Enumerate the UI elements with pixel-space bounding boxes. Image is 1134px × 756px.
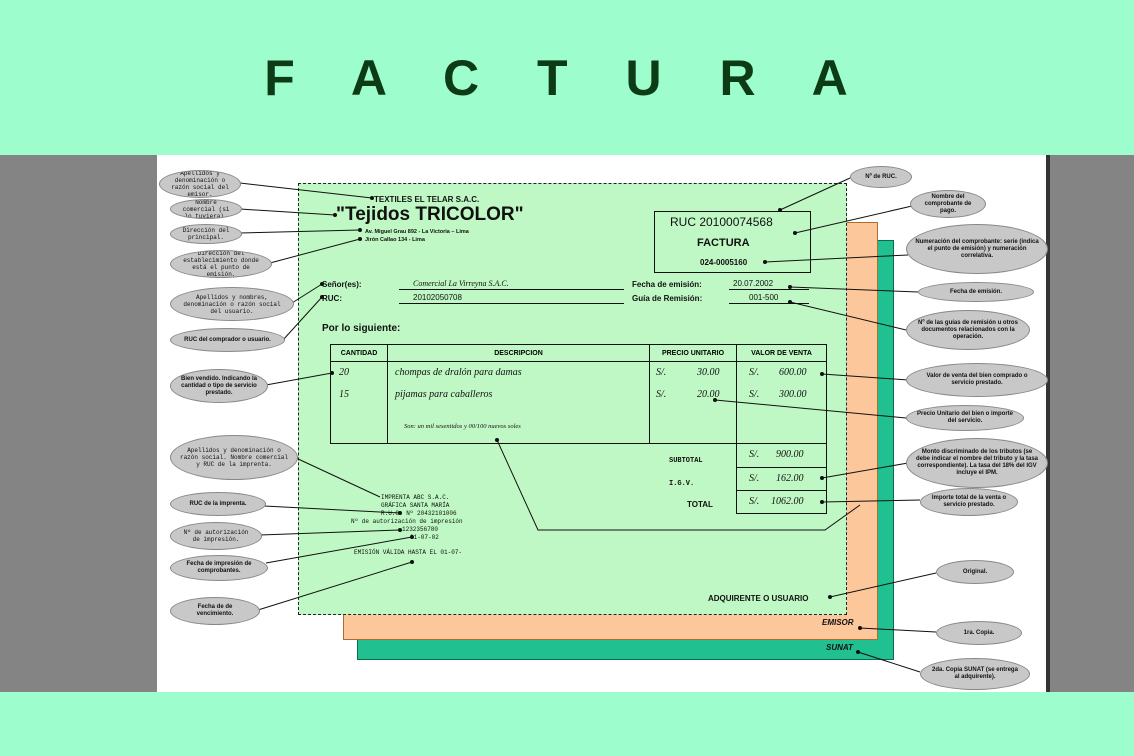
callout-customer-ruc: RUC del comprador o usuario. — [170, 328, 285, 352]
row-value: 600.00 — [779, 367, 807, 378]
callout-print-authorization: Nº de autorización de impresión. — [170, 522, 262, 550]
issuer-address-branch: Jirón Callao 134 - Lima — [365, 237, 425, 243]
callout-total-amount: Importe total de la venta o servicio pre… — [920, 488, 1018, 516]
issuer-address-main: Av. Miguel Grau 892 - La Victoria – Lima — [365, 229, 469, 235]
row-unit-price: 20.00 — [697, 389, 720, 400]
row-value: 300.00 — [779, 389, 807, 400]
issuer-trade-name: "Tejidos TRICOLOR" — [336, 204, 524, 225]
customer-name: Comercial La Virreyna S.A.C. — [413, 279, 509, 288]
callout-unit-price: Precio Unitario del bien o importe del s… — [906, 405, 1024, 431]
guide-number: 001-500 — [749, 293, 779, 302]
callout-first-copy: 1ra. Copia. — [936, 621, 1022, 645]
callout-taxes: Monto discriminado de los tributos (se d… — [906, 438, 1048, 488]
doc-number: 024-0005160 — [700, 258, 748, 267]
callout-printer-ruc: RUC de la imprenta. — [170, 492, 266, 516]
ruc-box: RUC 20100074568 FACTURA 024-0005160 — [654, 211, 811, 273]
callout-customer-name: Apellidos y nombres, denominación o razó… — [170, 287, 294, 321]
callout-doc-numbering: Numeración del comprobante: serie (indic… — [906, 224, 1048, 274]
copy-sunat-label: SUNAT — [826, 643, 853, 652]
customer-ruc: 20102050708 — [413, 293, 462, 302]
guide-label: Guía de Remisión: — [632, 294, 703, 303]
callout-guides: Nº de las guías de remisión u otros docu… — [906, 310, 1030, 350]
row-desc: chompas de dralón para damas — [395, 367, 522, 378]
issuer-company-name: TEXTILES EL TELAR S.A.C. — [374, 195, 480, 204]
page-edge — [1046, 155, 1050, 692]
callout-printer-name: Apellidos y denominación o razón social.… — [170, 435, 298, 480]
customer-ruc-label: RUC: — [322, 294, 342, 303]
total-label: TOTAL — [687, 500, 713, 509]
customer-name-label: Señor(es): — [322, 280, 362, 289]
callout-print-date: Fecha de impresión de comprobantes. — [170, 555, 268, 581]
issue-date: 20.07.2002 — [733, 279, 774, 288]
callout-issue-date: Fecha de emisión. — [918, 282, 1034, 302]
callout-ruc-number: Nº de RUC. — [850, 166, 912, 188]
callout-branch-address: Dirección del establecimiento donde está… — [170, 250, 272, 278]
copy-emisor-label: EMISOR — [822, 618, 854, 627]
callout-original: Original. — [936, 560, 1014, 584]
ruc-number: RUC 20100074568 — [670, 215, 773, 229]
issue-date-label: Fecha de emisión: — [632, 280, 702, 289]
callout-trade-name: Nombre comercial (si lo tuviera). — [170, 199, 242, 219]
slide-title: F A C T U R A — [264, 49, 870, 106]
callout-sunat-copy: 2da. Copia SUNAT (se entrega al adquiren… — [920, 658, 1030, 690]
callout-goods-sold: Bien vendido. Indicando la cantidad o ti… — [170, 369, 268, 403]
total-value: 1062.00 — [771, 496, 804, 507]
igv-value: 162.00 — [776, 473, 804, 484]
row-qty: 20 — [339, 367, 349, 378]
row-unit-price: 30.00 — [697, 367, 720, 378]
callout-expiry-date: Fecha de de vencimiento. — [170, 597, 260, 625]
callout-issuer-name: Apellidos y denominación o razón social … — [159, 170, 241, 198]
copy-original-label: ADQUIRENTE O USUARIO — [708, 594, 809, 603]
invoice-sheet: TEXTILES EL TELAR S.A.C. "Tejidos TRICOL… — [298, 183, 847, 615]
subtotal-value: 900.00 — [776, 449, 804, 460]
callout-sale-value: Valor de venta del bien comprado o servi… — [906, 363, 1048, 397]
intro-text: Por lo siguiente: — [322, 323, 401, 334]
row-desc: pijamas para caballeros — [395, 389, 493, 400]
callout-main-address: Dirección del principal. — [170, 224, 242, 244]
igv-label: I.G.V. — [669, 480, 695, 488]
callout-doc-name: Nombre del comprobante de pago. — [910, 190, 986, 218]
amount-in-words: Son: un mil sesentidos y 00/100 nuevos s… — [404, 423, 521, 430]
subtotal-label: SUBTOTAL — [669, 457, 703, 465]
row-qty: 15 — [339, 389, 349, 400]
doc-type: FACTURA — [697, 237, 750, 249]
